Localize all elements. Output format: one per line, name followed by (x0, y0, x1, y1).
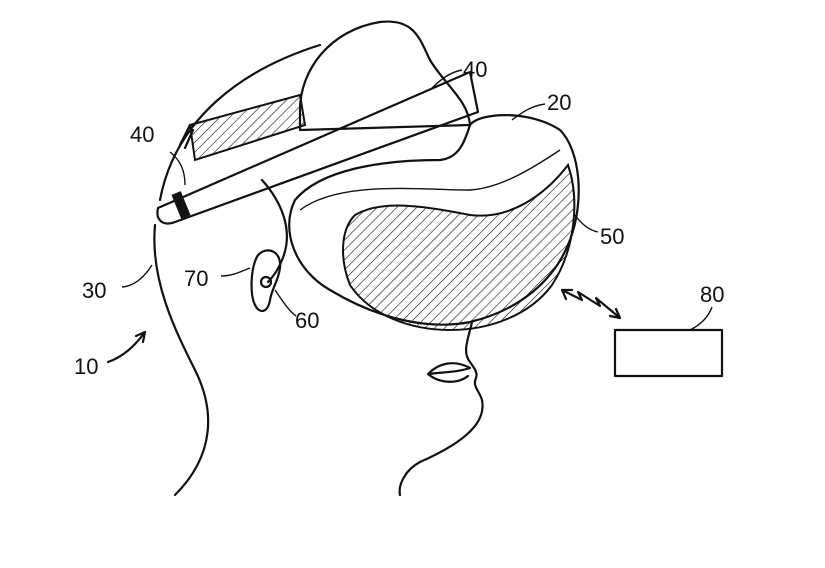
rear-strap (188, 93, 307, 162)
label-70: 70 (184, 266, 208, 291)
leader-arrow-10 (106, 330, 147, 364)
face-outline (398, 320, 484, 497)
shell-seam (299, 149, 561, 211)
label-80: 80 (700, 282, 724, 307)
label-20: 20 (547, 90, 571, 115)
label-40-side: 40 (130, 122, 154, 147)
earphone (259, 275, 273, 289)
display-area (342, 162, 576, 332)
ear (250, 249, 282, 313)
earphone-cable (260, 178, 288, 284)
label-40-top: 40 (463, 57, 487, 82)
leader-lines (121, 69, 713, 331)
label-10: 10 (74, 354, 98, 379)
label-60: 60 (295, 308, 319, 333)
band-marker (171, 191, 191, 219)
strap-buckle (178, 123, 195, 150)
lips (426, 362, 472, 383)
label-50: 50 (600, 224, 624, 249)
top-pad (298, 20, 472, 132)
external-device (613, 328, 724, 378)
label-30: 30 (82, 278, 106, 303)
wireless-link-icon (560, 288, 622, 320)
headband (156, 70, 480, 225)
head-outline (153, 43, 322, 497)
